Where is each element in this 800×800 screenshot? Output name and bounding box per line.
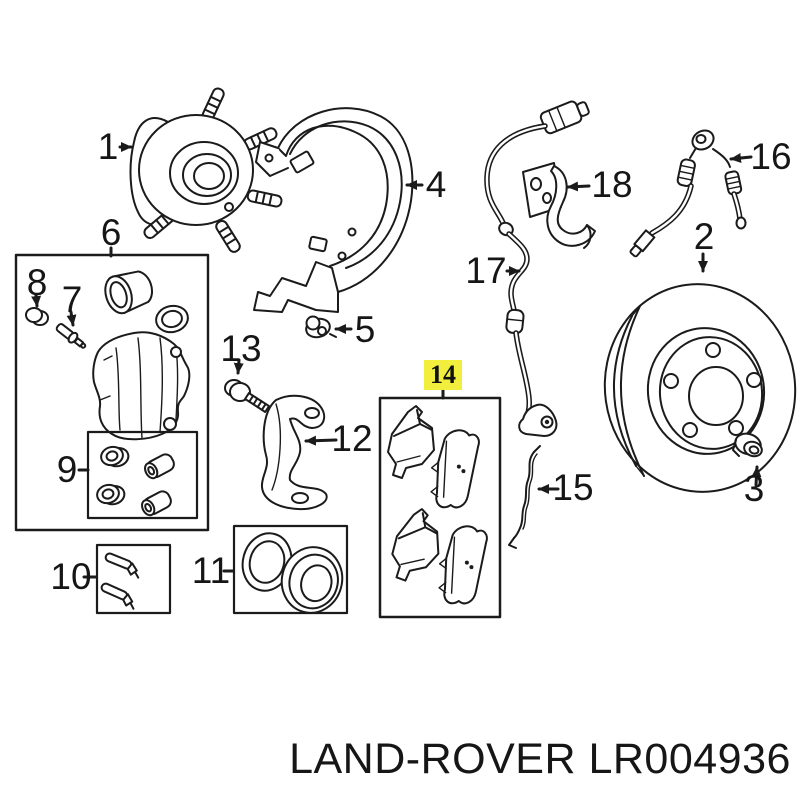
leader-lines: [31, 142, 762, 579]
piston-seal-drawing: [155, 304, 189, 334]
shield-bolt-drawing: [305, 315, 337, 339]
callout-8[interactable]: 8: [26, 262, 48, 303]
callout-16[interactable]: 16: [750, 136, 792, 177]
piston-drawing: [104, 270, 154, 315]
callout-17[interactable]: 17: [465, 250, 507, 291]
abs-sensor-wire-drawing: [484, 100, 590, 437]
bracket-bolt-drawing: [224, 379, 271, 414]
brand-part-number: LAND-ROVER LR004936: [289, 735, 791, 783]
callout-3[interactable]: 3: [743, 468, 765, 509]
callout-12[interactable]: 12: [331, 418, 373, 459]
sensor-bracket-drawing: [522, 162, 596, 249]
callout-18[interactable]: 18: [591, 164, 633, 205]
callout-14-highlighted[interactable]: 14: [424, 360, 462, 390]
caliper-body-drawing: [92, 331, 191, 441]
callout-10[interactable]: 10: [50, 556, 92, 597]
wheel-hub-drawing: [129, 85, 284, 255]
splash-shield-drawing: [253, 107, 414, 313]
callout-5[interactable]: 5: [354, 309, 376, 350]
bleed-screw-drawing: [55, 323, 87, 349]
brake-hose-drawing: [629, 129, 747, 258]
callout-4[interactable]: 4: [425, 164, 447, 205]
callout-2[interactable]: 2: [693, 216, 715, 257]
caliper-bracket-drawing: [260, 394, 328, 511]
callout-15[interactable]: 15: [552, 467, 594, 508]
retaining-clip-drawing: [508, 445, 541, 549]
callout-6[interactable]: 6: [100, 212, 122, 253]
bushing-kit-box: [86, 430, 199, 520]
callout-1[interactable]: 1: [97, 126, 119, 167]
brake-pads-box: [378, 396, 502, 619]
callout-11[interactable]: 11: [191, 550, 231, 591]
callout-13[interactable]: 13: [220, 328, 262, 369]
caliper-kit-box: [14, 253, 210, 532]
seal-kit-box: [232, 524, 349, 615]
guide-pin-box: [95, 543, 172, 615]
callout-9[interactable]: 9: [56, 449, 78, 490]
callout-7[interactable]: 7: [61, 279, 83, 320]
disc-bolt-drawing: [732, 432, 763, 458]
